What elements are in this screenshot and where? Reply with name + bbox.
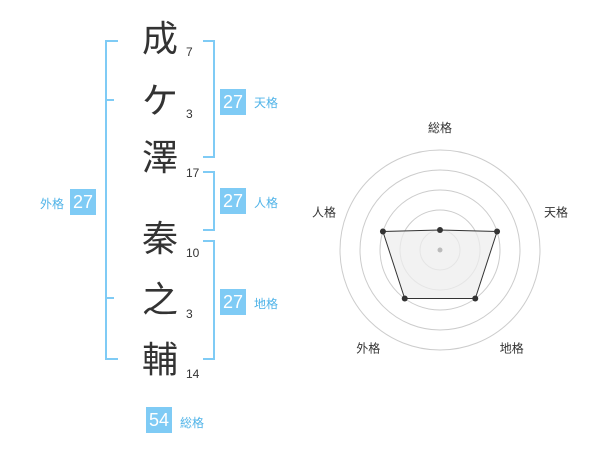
stroke-count-2: 3 <box>186 107 193 121</box>
radar-axis-label-1: 総格 <box>428 120 452 135</box>
radar-point-3 <box>472 295 479 302</box>
tenkaku-badge: 27 <box>220 89 247 115</box>
stroke-count-4: 10 <box>186 246 200 260</box>
bracket-lines <box>105 40 215 360</box>
gaikaku-badge: 27 <box>70 189 97 215</box>
chikaku-badge: 27 <box>220 289 247 315</box>
radar-axis-label-5: 人格 <box>312 204 336 219</box>
radar-axis-label-3: 地格 <box>500 341 524 356</box>
tenkaku-label: 天格 <box>254 96 279 110</box>
radar-point-5 <box>379 228 386 235</box>
soukaku-label: 総格 <box>180 416 205 430</box>
gaikaku-label: 外格 <box>40 197 65 211</box>
jinkaku-badge: 27 <box>220 188 247 214</box>
radar-grid-ring <box>339 149 541 351</box>
radar-center-dot <box>437 247 443 253</box>
stroke-count-5: 3 <box>186 307 193 321</box>
name-char-1: 成 <box>141 19 178 60</box>
name-char-6: 輔 <box>141 340 178 381</box>
jinkaku-bracket <box>203 171 215 231</box>
stroke-count-6: 14 <box>186 367 200 381</box>
gaikaku-bracket <box>105 40 118 360</box>
radar-series-area <box>382 229 498 299</box>
chikaku-bracket <box>203 240 215 360</box>
radar-point-2 <box>494 228 501 235</box>
radar-point-1 <box>437 227 443 233</box>
name-char-5: 之 <box>141 280 178 321</box>
radar-point-4 <box>401 295 408 302</box>
radar-axis-label-4: 外格 <box>356 341 380 356</box>
radar-grid-ring <box>379 189 501 311</box>
stroke-count-3: 17 <box>186 166 200 180</box>
jinkaku-label: 人格 <box>254 196 279 210</box>
soukaku-badge: 54 <box>146 407 173 433</box>
stroke-count-1: 7 <box>186 45 193 59</box>
name-char-3: 澤 <box>141 138 178 179</box>
tenkaku-bracket <box>203 40 215 158</box>
radar-grid-ring <box>359 169 521 331</box>
name-char-2: ケ <box>141 81 178 122</box>
radar-axis-label-2: 天格 <box>544 204 568 219</box>
name-char-4: 秦 <box>141 219 178 260</box>
chikaku-label: 地格 <box>254 297 279 311</box>
